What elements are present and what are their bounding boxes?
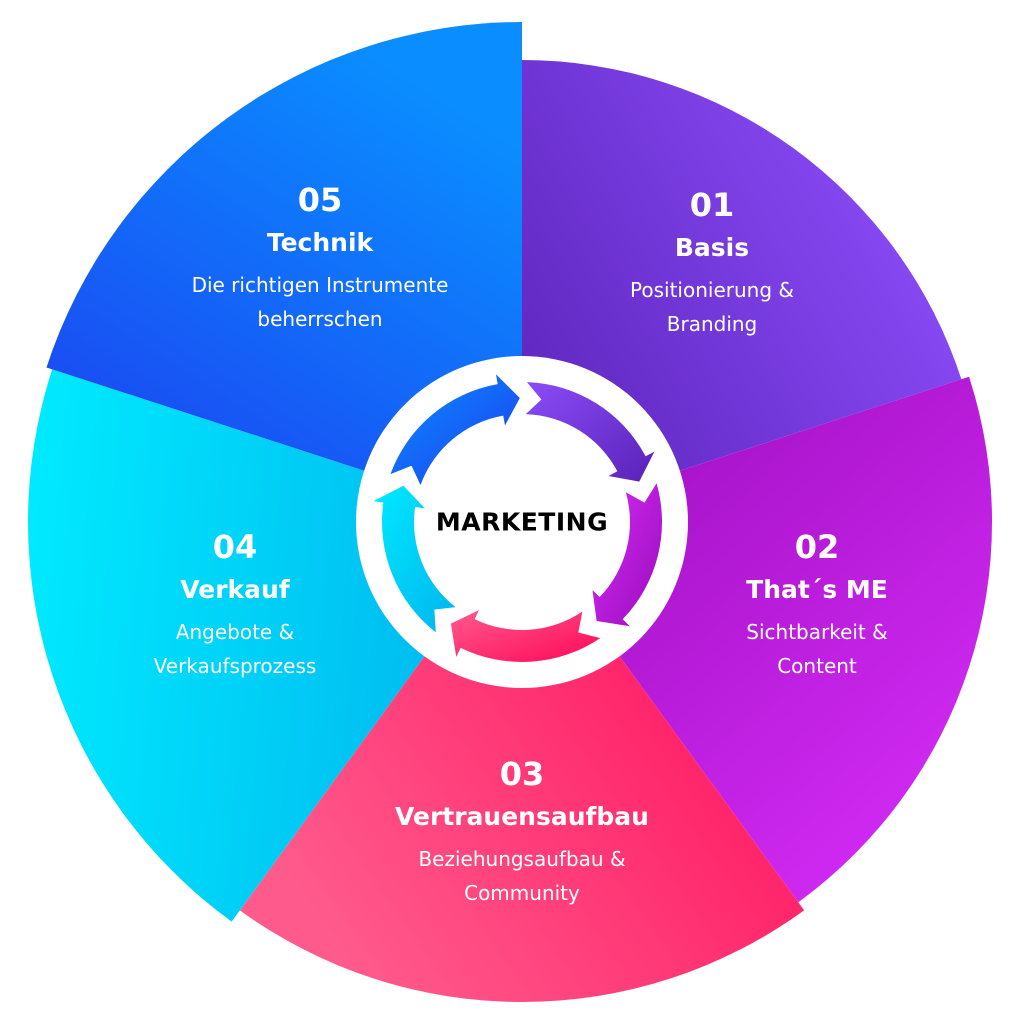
segment-number: 05 — [297, 181, 343, 219]
segment-title: Technik — [266, 228, 374, 257]
cycle-arrow-icon-02 — [592, 483, 663, 627]
segment-desc: Angebote &Verkaufsprozess — [153, 620, 317, 678]
cycle-arrow-icon-05 — [390, 374, 520, 486]
segment-desc: Sichtbarkeit &Content — [746, 620, 888, 678]
segment-title: Vertrauensaufbau — [395, 802, 649, 831]
segment-number: 01 — [689, 186, 735, 224]
segment-desc: Beziehungsaufbau &Community — [418, 847, 626, 905]
segment-title: That´s ME — [746, 575, 888, 604]
segment-01-label: 01 Basis Positionierung &Branding — [532, 185, 892, 341]
segment-number: 04 — [212, 528, 258, 566]
cycle-arrow-icon-04 — [373, 485, 456, 633]
segment-03-wedge — [239, 522, 805, 1002]
segment-04-label: 04 Verkauf Angebote &Verkaufsprozess — [55, 527, 415, 683]
segment-title: Verkauf — [180, 575, 290, 604]
segment-03-label: 03 Vertrauensaufbau Beziehungsaufbau &Co… — [312, 754, 732, 910]
segment-number: 02 — [794, 528, 840, 566]
center-label: MARKETING — [435, 507, 609, 537]
cycle-arrow-icon-01 — [525, 382, 655, 482]
cycle-arrow-icon-03 — [450, 610, 601, 662]
segment-number: 03 — [499, 755, 545, 793]
segment-02-label: 02 That´s ME Sichtbarkeit &Content — [637, 527, 997, 683]
segment-title: Basis — [674, 233, 750, 262]
segment-desc: Positionierung &Branding — [630, 278, 794, 336]
segment-05-wedge — [46, 22, 522, 522]
